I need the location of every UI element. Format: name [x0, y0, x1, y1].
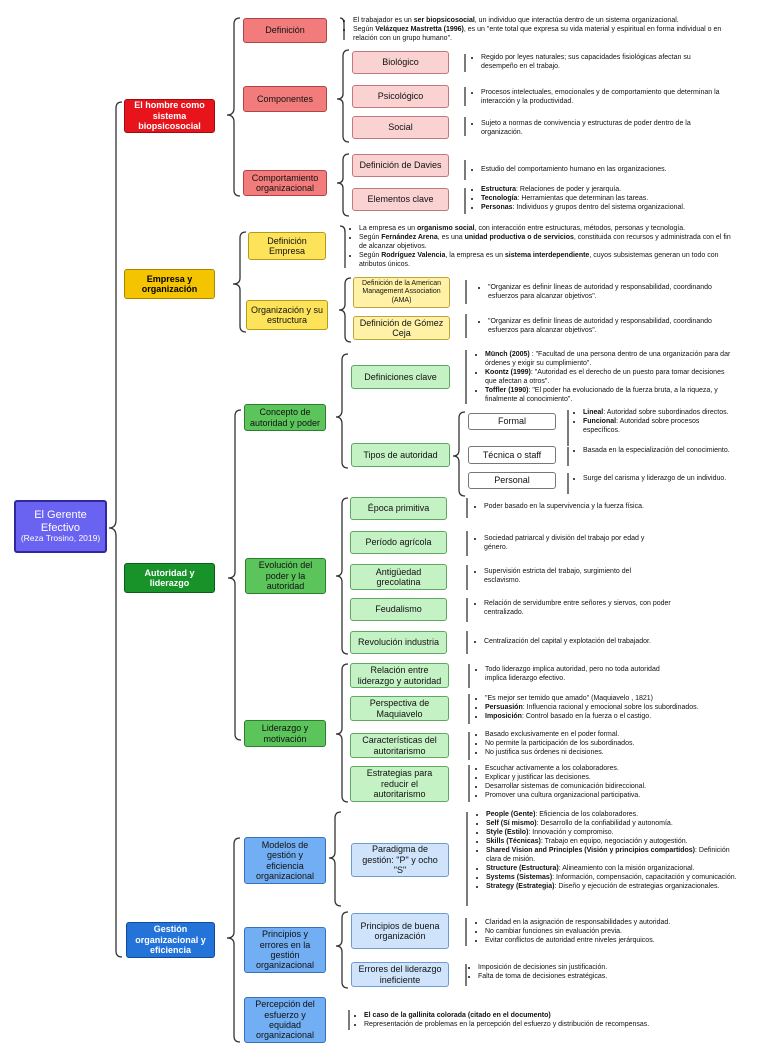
desc-percepcion-esfuerzo: El caso de la gallinita colorada (citado…: [355, 1012, 735, 1030]
desc-definicion: El trabajador es un ser biopsicosocial, …: [344, 17, 734, 44]
node-personal: Personal: [468, 472, 556, 489]
node-elementos-clave: Elementos clave: [352, 188, 449, 211]
node-psicologico: Psicológico: [352, 85, 449, 108]
desc-paradigma-gestion: People (Gente): Eficiencia de los colabo…: [477, 811, 737, 892]
node-comportamiento-organizacional: Comportamiento organizacional: [243, 170, 327, 196]
desc-definiciones-clave: Münch (2005) : "Facultad de una persona …: [476, 351, 736, 405]
node-social: Social: [352, 116, 449, 139]
node-definicion-davies: Definición de Davies: [352, 154, 449, 177]
desc-elementos-clave: Estructura: Relaciones de poder y jerarq…: [472, 186, 732, 213]
node-definiciones-clave: Definiciones clave: [351, 365, 450, 389]
desc-ama: "Organizar es definir líneas de autorida…: [479, 284, 739, 302]
node-percepcion-esfuerzo: Percepción del esfuerzo y equidad organi…: [244, 997, 326, 1043]
node-organizacion-estructura: Organización y su estructura: [246, 300, 328, 330]
node-gestion-organizacional: Gestión organizacional y eficiencia: [126, 922, 215, 958]
desc-revolucion-industria: Centralización del capital y explotación…: [475, 638, 735, 647]
root-title: El Gerente Efectivo: [34, 508, 87, 534]
desc-definicion-empresa: La empresa es un organismo social, con i…: [350, 225, 740, 270]
node-principios-errores: Principios y errores en la gestión organ…: [244, 927, 326, 973]
node-caracteristicas-autoritarismo: Características del autoritarismo: [350, 733, 449, 758]
node-evolucion-poder: Evolución del poder y la autoridad: [245, 558, 326, 594]
desc-maquiavelo: "Es mejor ser temido que amado" (Maquiav…: [476, 695, 736, 722]
node-concepto-autoridad: Concepto de autoridad y poder: [244, 404, 326, 431]
desc-davies: Estudio del comportamiento humano en las…: [472, 166, 722, 175]
node-relacion-liderazgo-autoridad: Relación entre liderazgo y autoridad: [350, 663, 449, 688]
node-tipos-autoridad: Tipos de autoridad: [351, 443, 450, 467]
node-estrategias-autoritarismo: Estrategias para reducir el autoritarism…: [350, 766, 449, 802]
root-subtitle: (Reza Trosino, 2019): [20, 533, 101, 544]
node-perspectiva-maquiavelo: Perspectiva de Maquiavelo: [350, 696, 449, 721]
node-modelos-gestion: Modelos de gestión y eficiencia organiza…: [244, 837, 326, 884]
node-definicion-ama: Definición de la American Management Ass…: [353, 277, 450, 308]
node-principios-buena-organizacion: Principios de buena organización: [351, 913, 449, 949]
node-formal: Formal: [468, 413, 556, 430]
desc-principios-buena-organizacion: Claridad en la asignación de responsabil…: [476, 919, 736, 946]
node-autoridad-liderazgo: Autoridad y liderazgo: [124, 563, 215, 593]
node-tecnica-staff: Técnica o staff: [468, 446, 556, 464]
root-node: El Gerente Efectivo (Reza Trosino, 2019): [14, 500, 107, 553]
desc-psicologico: Procesos intelectuales, emocionales y de…: [472, 89, 722, 107]
node-definicion: Definición: [243, 18, 327, 43]
desc-antiguedad-grecolatina: Supervisión estricta del trabajo, surgim…: [475, 568, 655, 586]
desc-biologico: Regido por leyes naturales; sus capacida…: [472, 54, 722, 72]
node-paradigma-gestion: Paradigma de gestión: "P" y ocho "S": [351, 843, 449, 877]
node-revolucion-industria: Revolución industria: [350, 631, 447, 654]
node-errores-liderazgo: Errores del liderazgo ineficiente: [351, 962, 449, 987]
node-feudalismo: Feudalismo: [350, 598, 447, 621]
node-definicion-gomez-ceja: Definición de Gómez Ceja: [353, 316, 450, 340]
desc-tecnica-staff: Basada en la especialización del conocim…: [574, 447, 739, 456]
node-componentes: Componentes: [243, 86, 327, 112]
node-hombre-biopsicosocial: El hombre como sistema biopsicosocial: [124, 99, 215, 133]
desc-errores-liderazgo: Imposición de decisiones sin justificaci…: [469, 964, 689, 982]
desc-formal: Lineal: Autoridad sobre subordinados dir…: [574, 409, 734, 436]
node-definicion-empresa: Definición Empresa: [248, 232, 326, 260]
node-antiguedad-grecolatina: Antigüedad grecolatina: [350, 564, 447, 590]
desc-epoca-primitiva: Poder basado en la supervivencia y la fu…: [475, 503, 735, 512]
desc-periodo-agricola: Sociedad patriarcal y división del traba…: [475, 535, 665, 553]
desc-feudalismo: Relación de servidumbre entre señores y …: [475, 600, 675, 618]
node-periodo-agricola: Período agrícola: [350, 531, 447, 554]
desc-social: Sujeto a normas de convivencia y estruct…: [472, 120, 722, 138]
desc-personal: Surge del carisma y liderazgo de un indi…: [574, 475, 734, 484]
node-empresa-organizacion: Empresa y organización: [124, 269, 215, 299]
desc-gomez-ceja: "Organizar es definir líneas de autorida…: [479, 318, 739, 336]
node-liderazgo-motivacion: Liderazgo y motivación: [244, 720, 326, 747]
desc-estrategias-autoritarismo: Escuchar activamente a los colaboradores…: [476, 765, 736, 801]
desc-caracteristicas-autoritarismo: Basado exclusivamente en el poder formal…: [476, 731, 716, 758]
node-epoca-primitiva: Época primitiva: [350, 497, 447, 520]
node-biologico: Biológico: [352, 51, 449, 74]
desc-relacion-liderazgo: Todo liderazgo implica autoridad, pero n…: [476, 666, 666, 684]
